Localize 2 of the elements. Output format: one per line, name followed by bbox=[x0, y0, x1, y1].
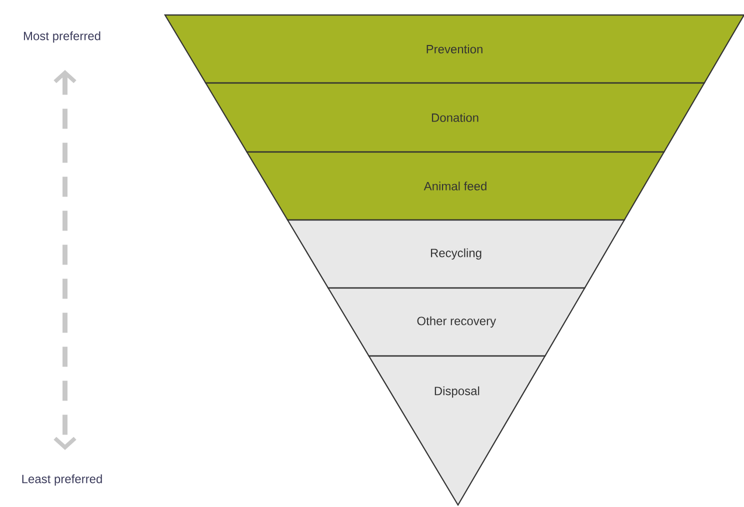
axis-label: Least preferred bbox=[22, 474, 102, 486]
axis-label: Most preferred bbox=[24, 31, 100, 43]
